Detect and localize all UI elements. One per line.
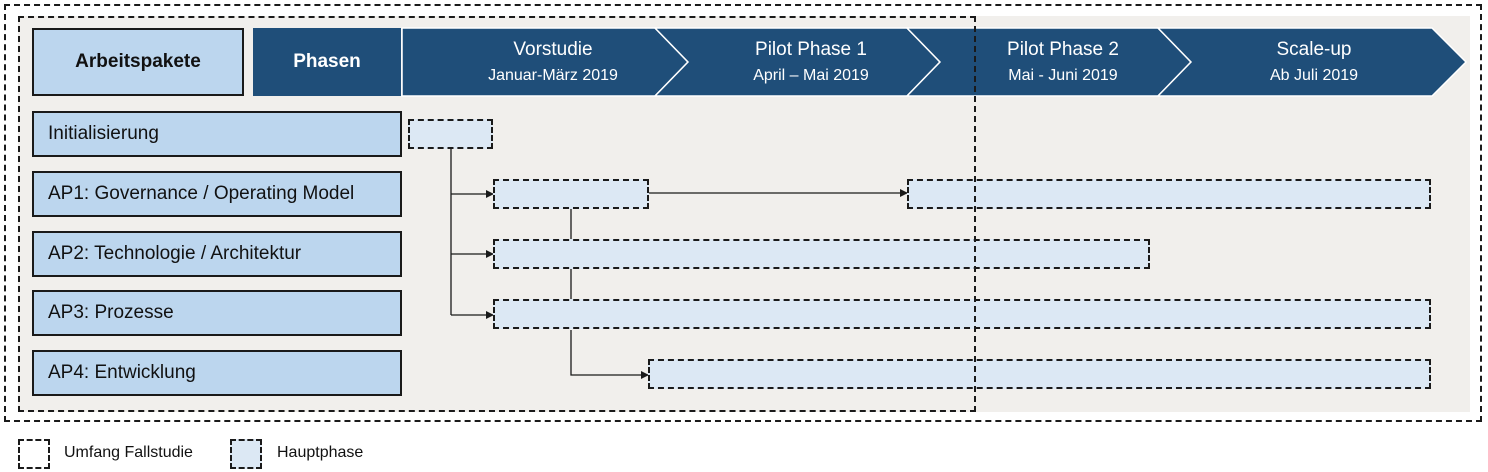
- phase-dates: Mai - Juni 2019: [1008, 66, 1118, 84]
- legend-main-phase-swatch: [230, 439, 262, 469]
- phasen-header: Phasen: [253, 28, 401, 96]
- phase-name: Pilot Phase 1: [755, 38, 867, 60]
- phase-name: Scale-up: [1276, 38, 1352, 60]
- work-package-ap2: AP2: Technologie / Architektur: [32, 231, 402, 277]
- phase-pilot-1: Pilot Phase 1 April – Mai 2019: [680, 28, 942, 96]
- bar-ap3: [493, 299, 1431, 329]
- phase-name: Vorstudie: [513, 38, 593, 60]
- legend-scope-swatch: [18, 439, 50, 469]
- phase-vorstudie: Vorstudie Januar-März 2019: [410, 28, 696, 96]
- phase-dates: Ab Juli 2019: [1269, 66, 1359, 84]
- bar-initialisierung: [408, 119, 493, 149]
- bar-ap4: [648, 359, 1431, 389]
- chevron-scale-up: [1156, 27, 1468, 97]
- phase-dates: Januar-März 2019: [488, 66, 618, 84]
- phase-name: Pilot Phase 2: [1007, 38, 1119, 60]
- bar-ap1-pilot-scale: [907, 179, 1431, 209]
- connector-ap3-ap4: [570, 330, 649, 379]
- work-package-initialisierung: Initialisierung: [32, 111, 402, 157]
- bar-ap1-vorstudie: [493, 179, 649, 209]
- phase-dates: April – Mai 2019: [753, 66, 869, 84]
- work-package-ap3: AP3: Prozesse: [32, 290, 402, 336]
- phase-scale-up: Scale-up Ab Juli 2019: [1183, 28, 1445, 96]
- work-package-ap1: AP1: Governance / Operating Model: [32, 171, 402, 217]
- legend-main-phase-label: Hauptphase: [277, 444, 364, 461]
- bar-ap2: [493, 239, 1150, 269]
- arbeitspakete-header: Arbeitspakete: [32, 28, 244, 96]
- work-package-ap4: AP4: Entwicklung: [32, 350, 402, 396]
- phase-pilot-2: Pilot Phase 2 Mai - Juni 2019: [932, 28, 1194, 96]
- legend-scope-label: Umfang Fallstudie: [64, 444, 193, 461]
